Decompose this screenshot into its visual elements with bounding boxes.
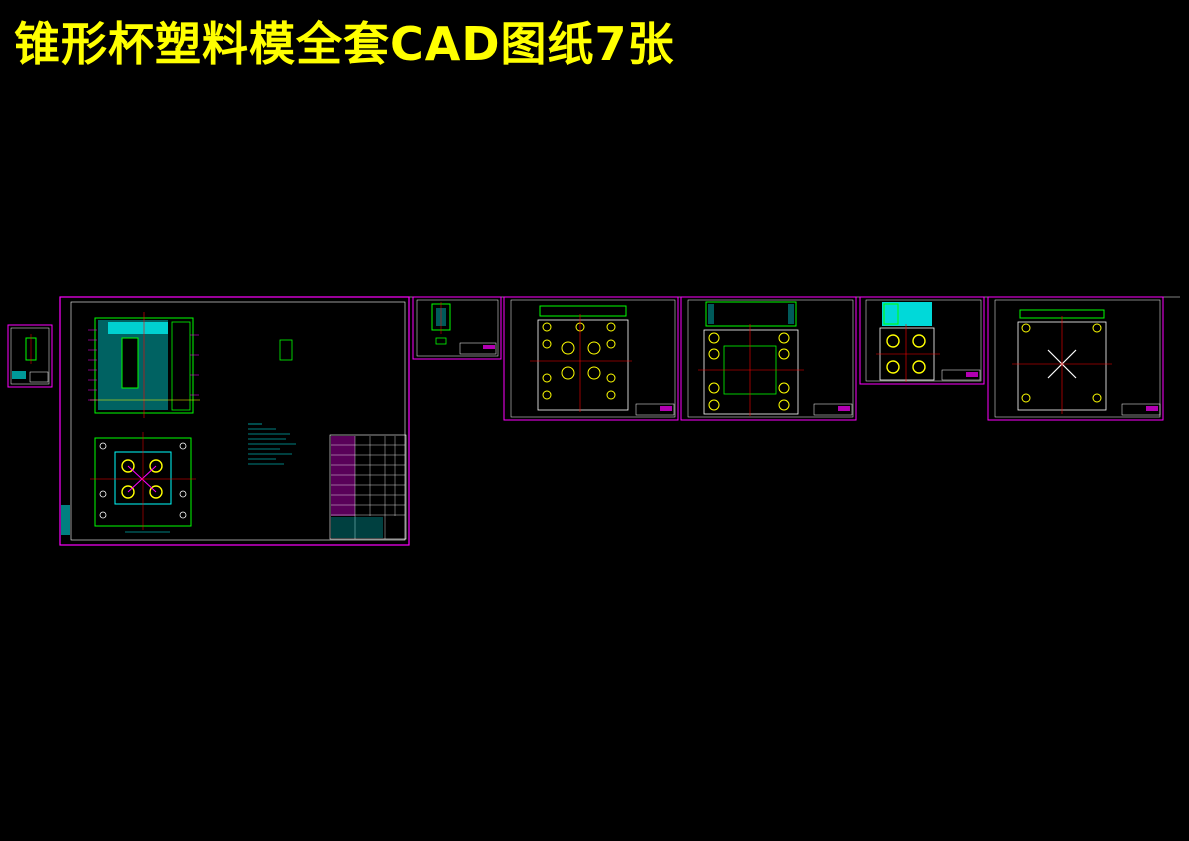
sheet-2-assembly[interactable] — [59, 296, 410, 546]
page-title: 锥形杯塑料模全套CAD图纸7张 — [14, 17, 675, 71]
sheet-3-core[interactable] — [412, 296, 502, 360]
sheet-4-plate-a[interactable] — [503, 296, 679, 421]
sheet-5-plate-b[interactable] — [680, 296, 857, 421]
sheet-7-clamp-plate[interactable] — [987, 296, 1164, 421]
sheet-6-cavity[interactable] — [859, 296, 985, 385]
sheet-1-part[interactable] — [7, 324, 53, 388]
